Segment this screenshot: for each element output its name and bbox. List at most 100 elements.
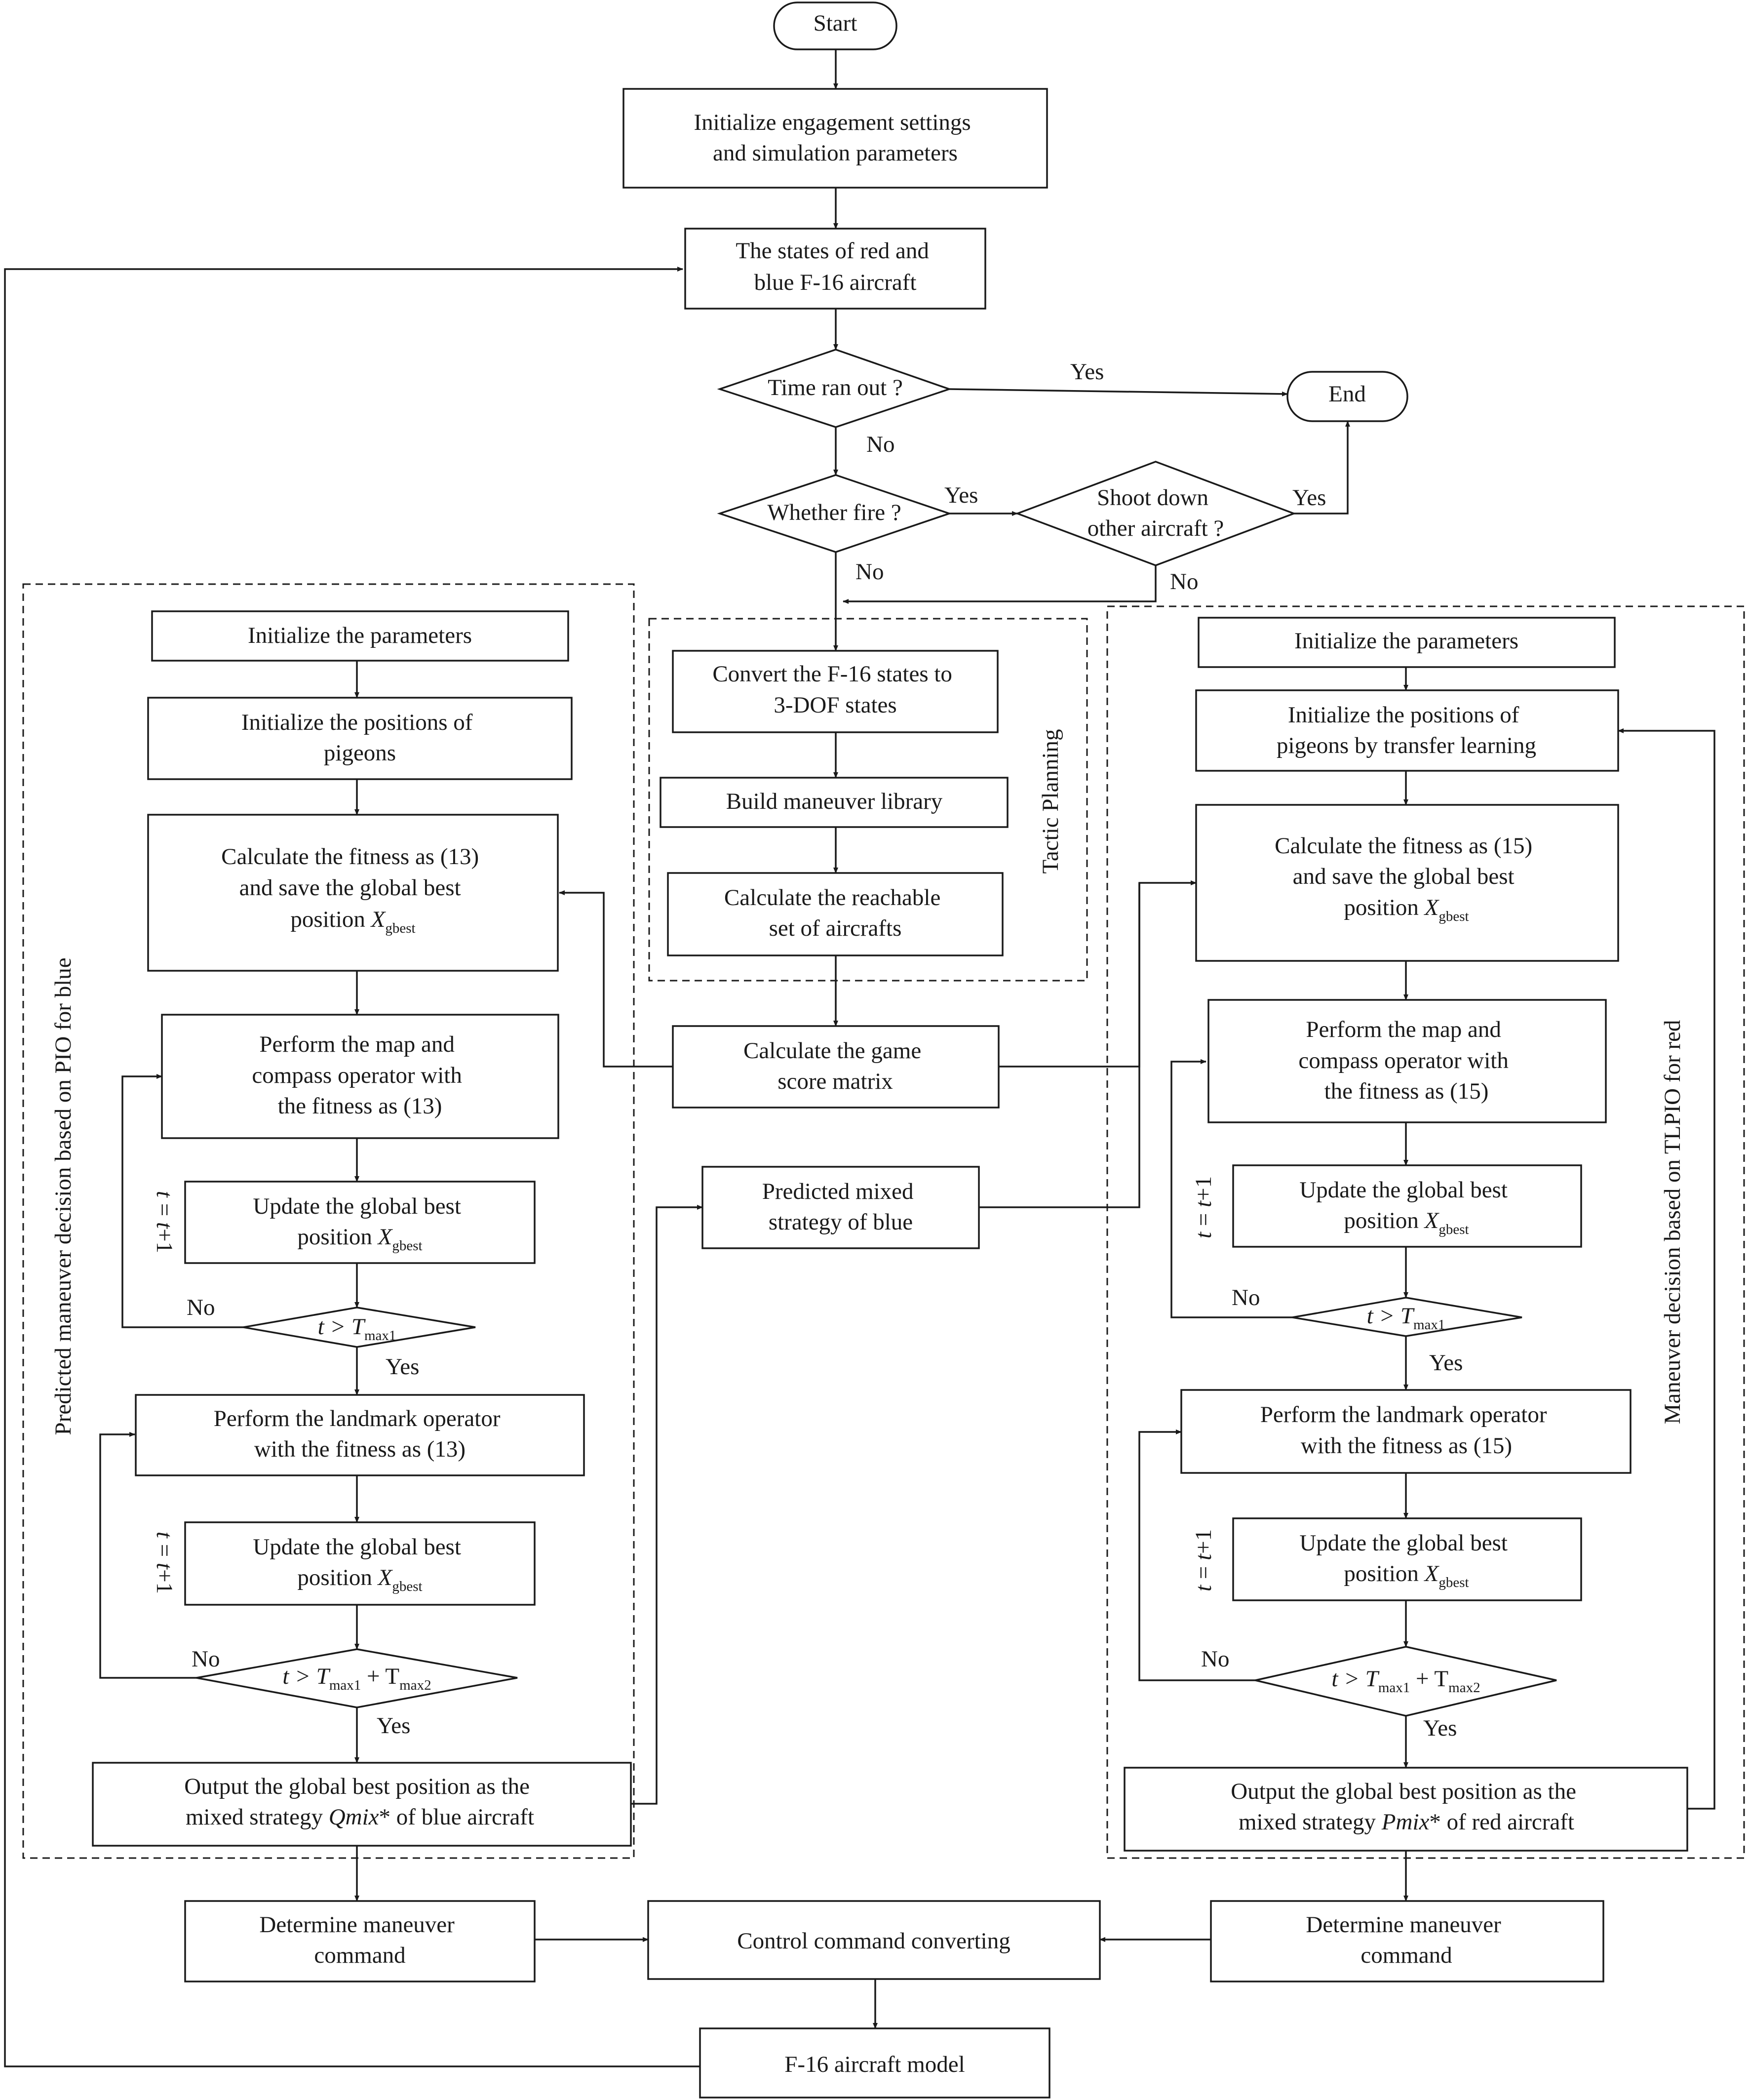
red-fitness-box <box>1195 804 1619 962</box>
start-label: Start <box>814 10 857 36</box>
build-library-box <box>660 777 1009 828</box>
red-init-params-box <box>1198 617 1616 668</box>
blue-init-positions-text: Initialize the positions of pigeons <box>241 710 478 766</box>
red-init-positions-box <box>1195 689 1619 772</box>
init-settings-text: Initialize engagement settings and simul… <box>694 110 977 166</box>
label-red-no1: No <box>1232 1285 1260 1310</box>
red-map-compass-text: Perform the map and compass operator wit… <box>1298 1017 1514 1104</box>
init-settings-box <box>622 88 1048 189</box>
whether-fire-text: Whether fire ? <box>767 500 901 525</box>
label-blue-yes1: Yes <box>386 1354 419 1380</box>
edge-predicted-red-fitness <box>979 883 1140 1208</box>
edge-score-red-fitness <box>999 880 1197 1068</box>
red-update1-box <box>1232 1164 1582 1248</box>
reachable-set-box <box>667 872 1004 956</box>
red-init-positions-text: Initialize the positions of pigeons by t… <box>1277 702 1536 758</box>
group-blue-pio <box>22 583 635 1859</box>
blue-update1-box <box>184 1181 536 1264</box>
red-cond2-text: t > Tmax1 + Tmax2 <box>1331 1666 1480 1696</box>
group-tactic-title: Tactic Planning <box>1038 729 1063 874</box>
label-yes-fire: Yes <box>944 482 978 508</box>
blue-update1-text: Update the global best position Xgbest <box>253 1193 466 1254</box>
group-red-title: Maneuver decision based on TLPIO for red <box>1660 1020 1685 1425</box>
blue-landmark-box <box>135 1394 585 1476</box>
blue-cond1-decision <box>243 1307 476 1348</box>
blue-cond1-text: t > Tmax1 <box>318 1314 396 1344</box>
f16-model-text: F-16 aircraft model <box>784 2052 965 2077</box>
blue-cond2-text: t > Tmax1 + Tmax2 <box>282 1664 431 1693</box>
blue-iter-label-1: t = t+1 <box>152 1191 177 1253</box>
aircraft-states-text: The states of red and blue F-16 aircraft <box>736 238 934 295</box>
blue-landmark-text: Perform the landmark operator with the f… <box>214 1406 506 1462</box>
label-blue-no2: No <box>192 1646 220 1672</box>
aircraft-states-box <box>684 228 986 310</box>
edge-blue-loop1 <box>121 1074 243 1328</box>
predicted-mixed-text: Predicted mixed strategy of blue <box>762 1179 919 1235</box>
label-no-shoot: No <box>1170 569 1198 594</box>
predicted-mixed-box <box>701 1166 980 1249</box>
red-cond2-decision <box>1255 1646 1557 1717</box>
whether-fire-decision <box>717 474 952 553</box>
edge-blue-output-predicted <box>630 1205 703 1805</box>
blue-map-compass-text: Perform the map and compass operator wit… <box>252 1031 467 1119</box>
time-ran-out-decision <box>717 349 952 428</box>
red-iter-label-1: t = t+1 <box>1191 1176 1216 1238</box>
blue-cond2-decision <box>196 1648 518 1708</box>
game-score-text: Calculate the game score matrix <box>743 1038 927 1094</box>
red-cond1-decision <box>1292 1297 1522 1337</box>
red-determine-text: Determine maneuver command <box>1306 1912 1507 1968</box>
label-blue-no1: No <box>187 1295 215 1320</box>
group-red-tlpio <box>1106 605 1745 1859</box>
red-output-text: Output the global best position as the m… <box>1231 1779 1582 1835</box>
blue-update2-text: Update the global best position Xgbest <box>253 1534 466 1594</box>
convert-states-text: Convert the F-16 states to 3-DOF states <box>712 661 958 718</box>
edges <box>4 49 1715 2067</box>
edge-shoot-no <box>843 565 1157 604</box>
red-update1-text: Update the global best position Xgbest <box>1299 1177 1513 1237</box>
blue-output-text: Output the global best position as the m… <box>184 1774 535 1830</box>
convert-states-box <box>672 650 999 733</box>
label-red-yes1: Yes <box>1429 1350 1463 1376</box>
edge-red-loop2 <box>1138 1429 1255 1681</box>
label-red-yes2: Yes <box>1423 1715 1457 1741</box>
label-no-timeout: No <box>866 432 894 457</box>
end-terminal <box>1286 371 1408 422</box>
blue-output-box <box>92 1762 632 1847</box>
red-landmark-box <box>1180 1389 1632 1474</box>
reachable-set-text: Calculate the reachable set of aircrafts <box>724 885 946 941</box>
edge-shoot-end <box>1294 421 1350 515</box>
red-map-compass-box <box>1207 999 1607 1123</box>
edge-red-loop1 <box>1170 1059 1292 1318</box>
end-label: End <box>1328 381 1366 407</box>
label-red-no2: No <box>1201 1646 1229 1672</box>
blue-iter-label-2: t = t+1 <box>152 1532 177 1594</box>
red-init-params-text: Initialize the parameters <box>1294 628 1518 654</box>
label-yes-shoot: Yes <box>1292 485 1326 511</box>
red-output-box <box>1124 1767 1688 1852</box>
build-library-text: Build maneuver library <box>726 789 943 814</box>
red-determine-box <box>1210 1900 1604 1982</box>
red-update2-box <box>1232 1517 1582 1601</box>
control-converting-text: Control command converting <box>737 1928 1010 1954</box>
red-fitness-text: Calculate the fitness as (15) and save t… <box>1275 833 1538 924</box>
shoot-down-text: Shoot down other aircraft ? <box>1088 485 1224 541</box>
control-converting-box <box>647 1900 1101 1980</box>
group-blue-title: Predicted maneuver decision based on PIO… <box>50 957 76 1435</box>
blue-determine-text: Determine maneuver command <box>259 1912 460 1968</box>
red-cond1-text: t > Tmax1 <box>1367 1303 1445 1333</box>
edge-model-states <box>4 267 700 2067</box>
blue-update2-box <box>184 1521 536 1606</box>
f16-model-box <box>699 2027 1050 2099</box>
blue-fitness-text: Calculate the fitness as (13) and save t… <box>221 844 485 936</box>
label-yes-timeout: Yes <box>1070 359 1104 385</box>
blue-init-positions-box <box>147 697 573 780</box>
red-iter-label-2: t = t+1 <box>1191 1529 1216 1591</box>
red-landmark-text: Perform the landmark operator with the f… <box>1260 1402 1553 1459</box>
label-blue-yes2: Yes <box>377 1713 410 1739</box>
shoot-down-decision <box>1015 461 1296 566</box>
start-terminal <box>773 1 897 50</box>
group-tactic-planning <box>648 618 1088 982</box>
blue-init-params-text: Initialize the parameters <box>248 623 472 648</box>
blue-init-params-box <box>151 610 569 662</box>
